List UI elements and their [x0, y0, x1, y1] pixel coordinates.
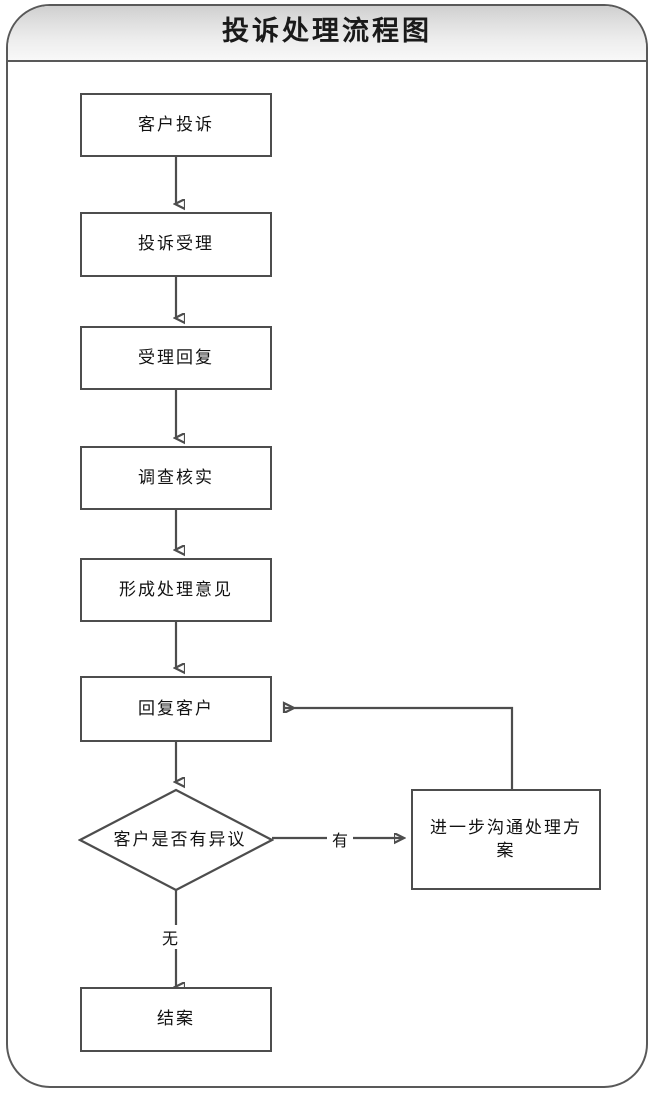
flowchart-panel: 投诉处理流程图: [6, 4, 648, 1088]
node-label: 客户投诉: [138, 114, 214, 135]
diamond-shape: [78, 788, 274, 892]
node-close-case[interactable]: 结案: [80, 987, 272, 1052]
node-acceptance-reply[interactable]: 受理回复: [80, 326, 272, 390]
node-label: 回复客户: [138, 698, 214, 719]
edge-label-no: 无: [157, 925, 183, 949]
node-reply-to-customer[interactable]: 回复客户: [80, 676, 272, 742]
page-title: 投诉处理流程图: [222, 16, 432, 47]
edge-label-yes: 有: [327, 827, 353, 851]
node-label: 投诉受理: [138, 234, 214, 255]
node-investigation-verification[interactable]: 调查核实: [80, 446, 272, 510]
node-label: 受理回复: [138, 347, 214, 368]
node-customer-objection-decision[interactable]: 客户是否有异议: [78, 788, 274, 892]
node-label: 结案: [157, 1009, 195, 1030]
node-complaint-acceptance[interactable]: 投诉受理: [80, 212, 272, 277]
node-further-communication-plan[interactable]: 进一步沟通处理方案: [411, 789, 601, 890]
node-label: 进一步沟通处理方案: [430, 817, 582, 861]
panel-header-bar: [8, 6, 646, 62]
node-label: 调查核实: [138, 467, 214, 488]
node-customer-complaint[interactable]: 客户投诉: [80, 93, 272, 157]
node-form-handling-opinion[interactable]: 形成处理意见: [80, 558, 272, 622]
node-label: 形成处理意见: [119, 579, 233, 600]
